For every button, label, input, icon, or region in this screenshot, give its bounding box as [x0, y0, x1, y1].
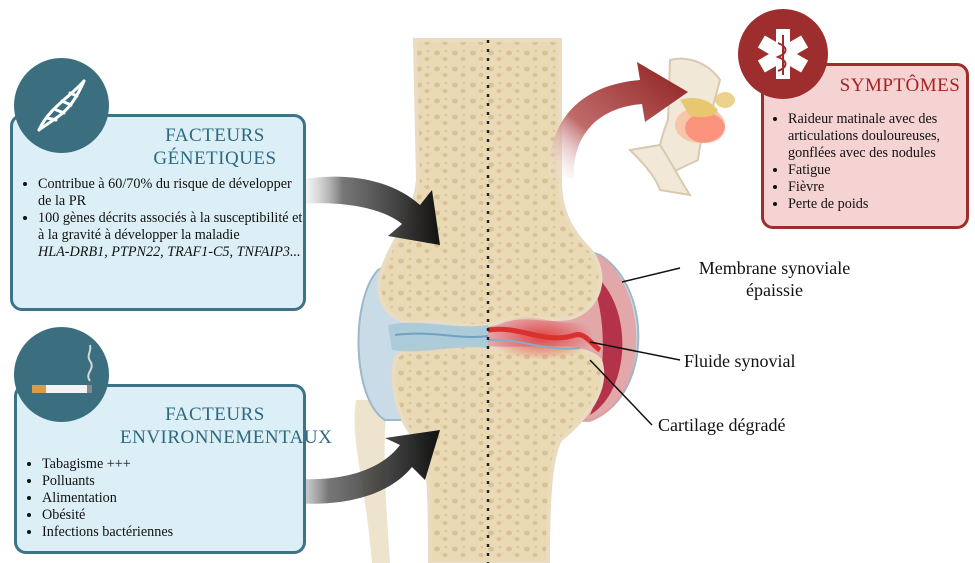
environmental-factors-title: FACTEURS ENVIRONNEMENTAUX [120, 403, 310, 449]
cigarette-icon-circle [14, 327, 109, 422]
list-item: Polluants [42, 473, 312, 490]
list-item: Fatigue [788, 162, 975, 179]
symptoms-title: SYMPTÔMES [835, 74, 965, 97]
medical-caduceus-icon [738, 9, 828, 99]
genetic-factors-title: FACTEURS GÉNETIQUES [130, 124, 300, 170]
list-item: Contribue à 60/70% du risque de développ… [38, 176, 308, 210]
list-item: Alimentation [42, 490, 312, 507]
synovial-fluid-label: Fluide synovial [684, 350, 844, 372]
list-item: 100 gènes décrits associés à la suscepti… [38, 210, 308, 244]
list-item: Perte de poids [788, 196, 975, 213]
cigarette-icon [14, 327, 109, 422]
symptoms-list: Raideur matinale avec des articulations … [768, 111, 975, 213]
medical-icon-circle [738, 9, 828, 99]
list-item: Raideur matinale avec des articulations … [788, 111, 975, 162]
environmental-factors-list: Tabagisme +++ Polluants Alimentation Obé… [22, 456, 312, 541]
genetic-factors-list: Contribue à 60/70% du risque de développ… [18, 176, 308, 261]
dna-icon [14, 58, 109, 153]
list-item: Tabagisme +++ [42, 456, 312, 473]
gene-names: HLA-DRB1, PTPN22, TRAF1-C5, TNFAIP3... [38, 244, 308, 261]
degraded-cartilage-label: Cartilage dégradé [658, 414, 838, 436]
dna-icon-circle [14, 58, 109, 153]
femur-bone [379, 40, 600, 326]
synovial-membrane-label: Membrane synoviale épaissie [672, 257, 877, 301]
list-item: Obésité [42, 507, 312, 524]
list-item: Infections bactériennes [42, 524, 312, 541]
list-item: Fièvre [788, 179, 975, 196]
